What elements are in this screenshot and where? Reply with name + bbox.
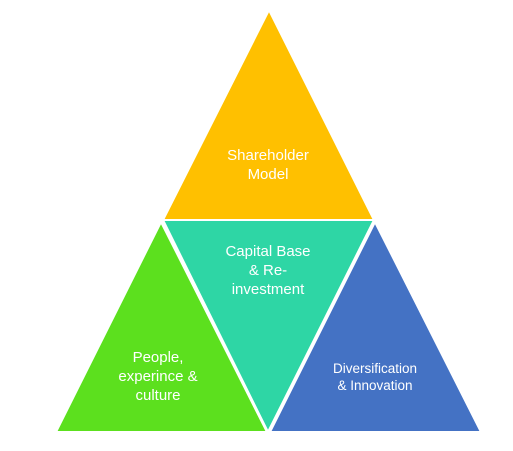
segment-left-people-culture <box>54 219 269 433</box>
segment-center-capital-base <box>161 219 376 435</box>
segment-right-diversification <box>268 219 483 433</box>
segment-top-label: Shareholder Model <box>227 147 309 184</box>
segment-right-label: Diversification & Innovation <box>332 361 418 394</box>
segment-center-label: Capital Base & Re- investment <box>225 243 311 299</box>
segment-left-label: People, experince & culture <box>118 349 198 405</box>
segment-top-shareholder-model <box>161 7 376 221</box>
